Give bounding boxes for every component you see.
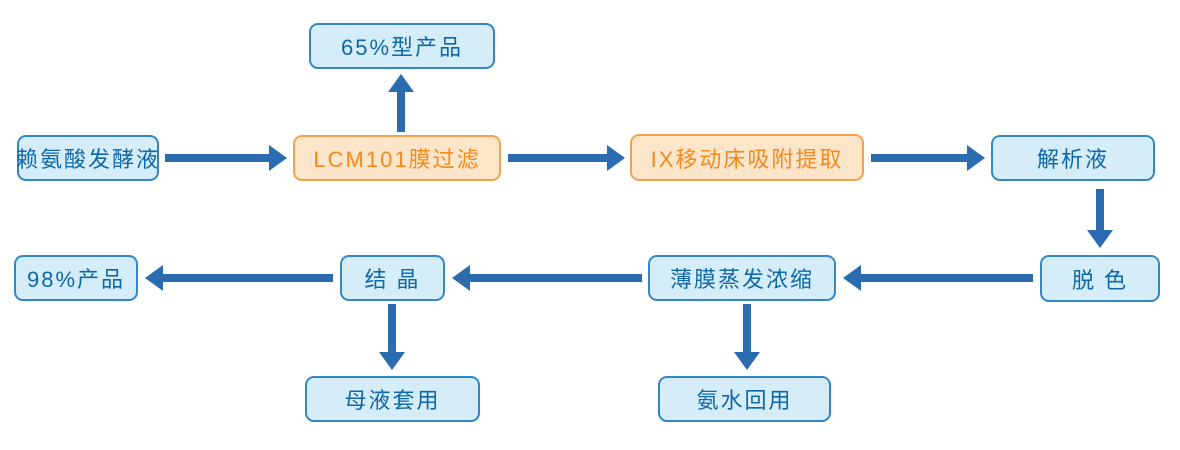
node-analysis-liquid: 解析液 bbox=[991, 135, 1155, 181]
node-ammonia-reuse: 氨水回用 bbox=[658, 376, 831, 422]
node-mother-liquor-reuse: 母液套用 bbox=[305, 376, 480, 422]
arrow-membrane-to-product65 bbox=[388, 74, 414, 132]
node-product98: 98%产品 bbox=[14, 255, 138, 301]
node-membrane-filtration: LCM101膜过滤 bbox=[293, 135, 501, 181]
arrow-crystallization-to-product98 bbox=[145, 265, 333, 291]
arrow-decolor-to-evaporation bbox=[843, 265, 1033, 291]
arrow-ix-to-analysis bbox=[871, 145, 985, 171]
node-crystallization: 结 晶 bbox=[340, 255, 445, 301]
arrow-crystallization-to-mother-liquor bbox=[379, 304, 405, 370]
node-ix-adsorption: IX移动床吸附提取 bbox=[630, 134, 864, 181]
arrow-membrane-to-ix bbox=[508, 145, 625, 171]
arrow-fermentation-to-membrane bbox=[165, 145, 287, 171]
arrow-evaporation-to-ammonia bbox=[734, 304, 760, 370]
arrow-analysis-to-decolor bbox=[1087, 189, 1113, 248]
node-decolorization: 脱 色 bbox=[1040, 255, 1160, 302]
node-product65: 65%型产品 bbox=[309, 23, 495, 69]
node-evaporation: 薄膜蒸发浓缩 bbox=[648, 255, 836, 301]
node-fermentation: 赖氨酸发酵液 bbox=[16, 135, 159, 181]
arrow-evaporation-to-crystallization bbox=[452, 265, 642, 291]
